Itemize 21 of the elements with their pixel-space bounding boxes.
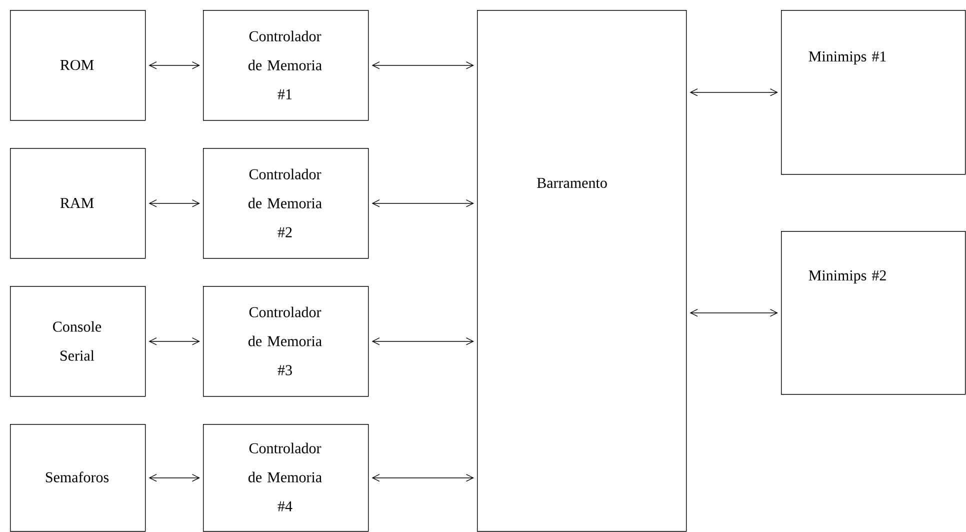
double-arrow	[690, 309, 778, 317]
double-arrow	[372, 474, 474, 482]
block-box: Minimips #2	[781, 231, 966, 395]
double-arrow	[148, 62, 200, 70]
double-arrow	[372, 200, 474, 208]
block-box: Console Serial	[10, 286, 146, 397]
double-arrow	[148, 200, 200, 208]
block-box: RAM	[10, 148, 146, 259]
block-box: Controlador de Memoria #4	[203, 424, 369, 532]
block-box: Semaforos	[10, 424, 146, 532]
double-arrow	[690, 88, 778, 96]
block-box: Controlador de Memoria #1	[203, 10, 369, 121]
double-arrow	[372, 62, 474, 70]
double-arrow	[148, 474, 200, 482]
block-box: ROM	[10, 10, 146, 121]
double-arrow	[372, 338, 474, 346]
double-arrow	[148, 338, 200, 346]
block-box: Controlador de Memoria #3	[203, 286, 369, 397]
block-box: Minimips #1	[781, 10, 966, 175]
block-box: Barramento	[477, 10, 687, 532]
block-box: Controlador de Memoria #2	[203, 148, 369, 259]
